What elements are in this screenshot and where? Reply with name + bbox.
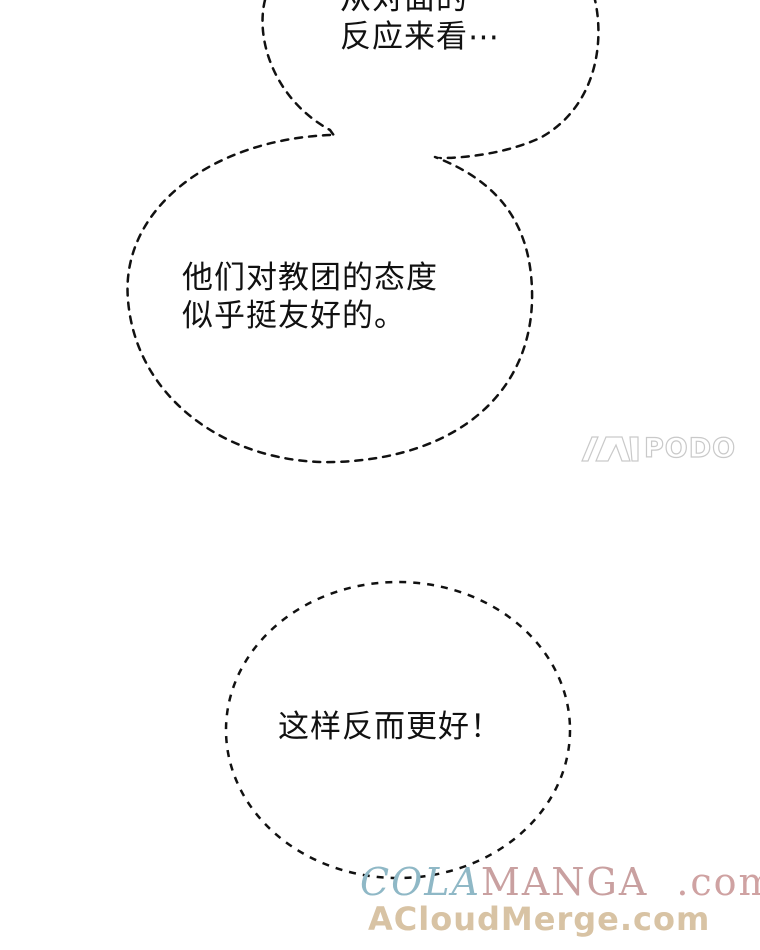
bubble-middle-line-1: 他们对教团的态度 <box>182 260 438 296</box>
speech-bubble-middle <box>126 133 534 464</box>
bubble-text-middle: 他们对教团的态度 似乎挺友好的。 <box>182 259 438 335</box>
speech-bubble-bottom <box>224 580 572 880</box>
bubble-bottom-line-1: 这样反而更好！ <box>278 709 502 745</box>
bubble-text-top: 从对面的 反应来看⋯ <box>340 0 500 56</box>
podo-watermark-text: PODO <box>643 432 737 464</box>
podo-watermark: PODO <box>578 432 737 465</box>
bubble-top-line-1: 从对面的 <box>340 0 500 18</box>
podo-logo-icon <box>581 435 639 462</box>
colamanga-domain-text: .com <box>676 860 760 904</box>
colamanga-manga-text: MANGA <box>480 860 649 904</box>
bubble-top-line-2: 反应来看⋯ <box>340 19 500 55</box>
bubble-text-bottom: 这样反而更好！ <box>278 708 502 746</box>
acloudmerge-watermark: ACloudMerge.com <box>368 900 711 938</box>
bubble-middle-line-2: 似乎挺友好的。 <box>182 298 406 334</box>
colamanga-watermark: COLAMANGA .com <box>360 860 760 904</box>
colamanga-cola-text: COLA <box>360 860 481 904</box>
